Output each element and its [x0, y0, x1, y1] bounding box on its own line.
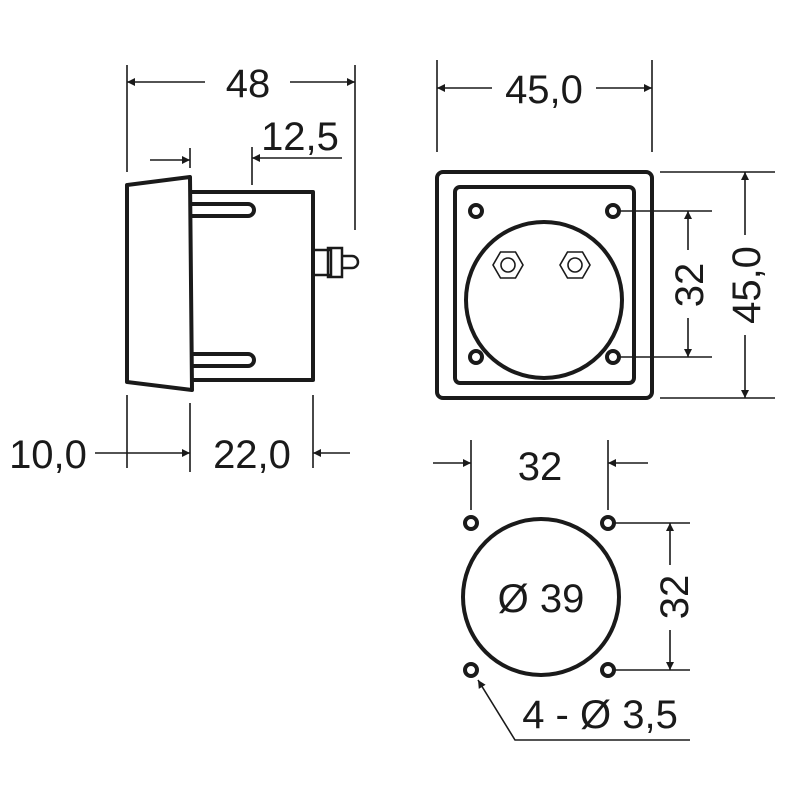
dim-cutout-39: Ø 39 — [498, 577, 585, 621]
dial-circle — [464, 220, 624, 380]
dim-hole-spacing-32: 32 — [668, 263, 712, 308]
screw-hole — [605, 349, 621, 365]
bezel — [125, 175, 194, 392]
dim-48: 48 — [226, 62, 271, 106]
screw-hole — [468, 349, 484, 365]
panel-cutout: Ø 39 32 32 4 - Ø 3,5 — [433, 440, 697, 741]
mounting-hole — [463, 515, 479, 531]
dim-22-0: 22,0 — [213, 433, 291, 477]
screw-hole — [605, 203, 621, 219]
mounting-hole — [463, 662, 479, 678]
dim-hole-spacing-v: 32 — [653, 575, 697, 620]
outer-frame — [435, 170, 654, 400]
dim-mounting-holes: 4 - Ø 3,5 — [522, 693, 678, 737]
dim-12-5: 12,5 — [261, 115, 339, 159]
body — [192, 190, 315, 382]
terminal-nut-right — [559, 251, 591, 279]
clamp-slot-top — [192, 202, 256, 218]
inner-frame — [453, 185, 636, 385]
cutout-circle — [461, 517, 621, 677]
mounting-hole — [600, 515, 616, 531]
dim-height-45: 45,0 — [725, 246, 769, 324]
terminal — [311, 246, 360, 279]
screw-hole — [468, 203, 484, 219]
front-view: 45,0 32 45,0 — [435, 60, 775, 400]
dim-hole-spacing-h: 32 — [518, 445, 563, 489]
side-view: 48 12,5 10,0 22,0 — [9, 62, 360, 477]
mounting-hole — [600, 662, 616, 678]
terminal-nut-left — [492, 251, 524, 279]
clamp-slot-bottom — [192, 352, 256, 368]
dim-width-45: 45,0 — [505, 68, 583, 112]
dim-10-0: 10,0 — [9, 433, 87, 477]
